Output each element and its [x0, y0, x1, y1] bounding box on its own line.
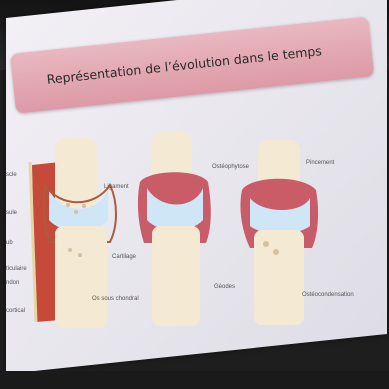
label-ligament: Ligament — [104, 184, 129, 190]
label-meniscus: ticulaire — [6, 266, 27, 272]
label-muscle: scle — [6, 172, 17, 178]
bone-lower-normal — [55, 226, 107, 328]
label-osteophytes: Ostéophytose — [212, 164, 250, 170]
label-tendon: ndon — [6, 280, 19, 286]
bone-lower-early — [152, 226, 200, 326]
label-geodes: Géodes — [214, 284, 235, 290]
bone-lower-advanced — [254, 230, 304, 325]
label-pincement: Pincement — [306, 160, 335, 166]
joint-early — [138, 132, 211, 326]
label-synovium: ub — [6, 240, 13, 246]
label-cartilage: Cartilage — [112, 254, 137, 260]
label-cortical: cortical — [6, 308, 25, 314]
bottom-dark-area — [0, 371, 389, 389]
label-osteocondensation: Ostéocondensation — [302, 292, 354, 298]
label-subchondral: Os sous chondral — [92, 296, 139, 302]
label-capsule: sule — [6, 210, 18, 216]
bone-upper-normal — [55, 138, 97, 208]
